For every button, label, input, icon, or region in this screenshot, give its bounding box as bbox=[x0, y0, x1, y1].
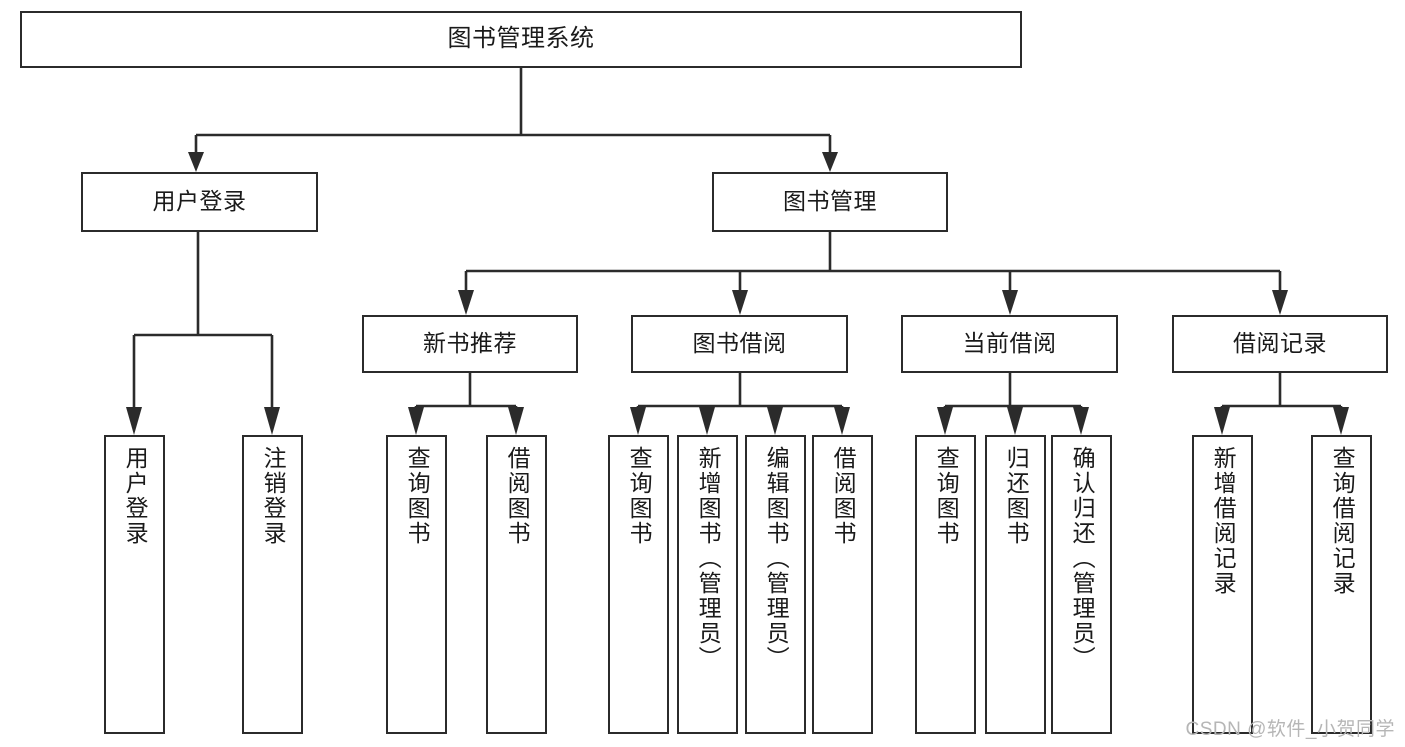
node-leaf-edit-book[interactable]: 编辑图书（管理员） bbox=[745, 435, 806, 734]
node-leaf-return-book[interactable]: 归还图书 bbox=[985, 435, 1046, 734]
node-leaf-add-borrow-record[interactable]: 新增借阅记录 bbox=[1192, 435, 1253, 734]
node-current-borrowing[interactable]: 当前借阅 bbox=[901, 315, 1118, 373]
node-label: 新书推荐 bbox=[423, 330, 517, 357]
node-leaf-query-book-3[interactable]: 查询图书 bbox=[915, 435, 976, 734]
node-label: 新增图书（管理员） bbox=[695, 446, 722, 671]
node-leaf-query-book-2[interactable]: 查询图书 bbox=[608, 435, 669, 734]
node-label: 查询图书 bbox=[404, 446, 431, 546]
node-label: 确认归还（管理员） bbox=[1069, 446, 1096, 671]
node-leaf-query-borrow-record[interactable]: 查询借阅记录 bbox=[1311, 435, 1372, 734]
node-label: 查询图书 bbox=[626, 446, 653, 546]
node-label: 借阅记录 bbox=[1233, 330, 1327, 357]
node-leaf-borrow-book-1[interactable]: 借阅图书 bbox=[486, 435, 547, 734]
node-label: 归还图书 bbox=[1003, 446, 1030, 546]
node-leaf-add-book[interactable]: 新增图书（管理员） bbox=[677, 435, 738, 734]
node-book-management[interactable]: 图书管理 bbox=[712, 172, 948, 232]
node-root-book-management-system[interactable]: 图书管理系统 bbox=[20, 11, 1022, 68]
csdn-watermark: CSDN @软件_小贺同学 bbox=[1185, 719, 1395, 740]
node-leaf-user-login[interactable]: 用户登录 bbox=[104, 435, 165, 734]
node-label: 查询借阅记录 bbox=[1329, 446, 1356, 596]
node-user-login[interactable]: 用户登录 bbox=[81, 172, 318, 232]
node-label: 图书管理系统 bbox=[447, 25, 595, 53]
node-new-book-recommendation[interactable]: 新书推荐 bbox=[362, 315, 578, 373]
node-label: 查询图书 bbox=[933, 446, 960, 546]
node-leaf-logout[interactable]: 注销登录 bbox=[242, 435, 303, 734]
node-label: 图书管理 bbox=[783, 188, 877, 215]
node-label: 借阅图书 bbox=[830, 446, 857, 546]
node-label: 编辑图书（管理员） bbox=[763, 446, 790, 671]
node-borrowing-record[interactable]: 借阅记录 bbox=[1172, 315, 1388, 373]
node-label: 新增借阅记录 bbox=[1210, 446, 1237, 596]
node-leaf-confirm-return[interactable]: 确认归还（管理员） bbox=[1051, 435, 1112, 734]
node-leaf-query-book-1[interactable]: 查询图书 bbox=[386, 435, 447, 734]
node-leaf-borrow-book-2[interactable]: 借阅图书 bbox=[812, 435, 873, 734]
node-book-borrowing[interactable]: 图书借阅 bbox=[631, 315, 848, 373]
node-label: 当前借阅 bbox=[962, 330, 1057, 357]
node-label: 借阅图书 bbox=[504, 446, 531, 546]
node-label: 用户登录 bbox=[122, 446, 149, 546]
node-label: 图书借阅 bbox=[692, 330, 787, 357]
node-label: 用户登录 bbox=[152, 188, 247, 215]
node-label: 注销登录 bbox=[260, 446, 287, 546]
